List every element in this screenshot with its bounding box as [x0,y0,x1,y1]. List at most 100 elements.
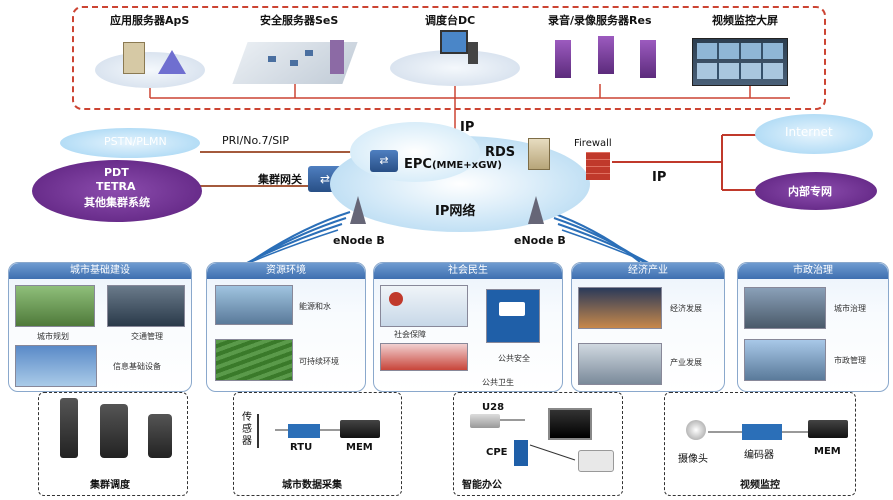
panel-city-infrastructure: 城市基础建设 城市规划 交通管理 信息基础设备 [8,262,192,392]
pdt-cloud [32,160,202,222]
item-label: 城市治理 [834,304,866,313]
item-label: 产业发展 [670,358,702,367]
mem-label: MEM [814,446,841,457]
internet-cloud [755,114,873,154]
radio-handset-icon [100,404,128,458]
server-platform-aps [95,52,205,88]
server-icon-ses [330,40,344,74]
ip-right-label: IP [652,170,667,185]
enode-tower-icon [528,196,544,224]
camera-label: 摄像头 [678,454,708,465]
city-data-label: 城市数据采集 [282,480,342,491]
item-label: 城市规划 [37,332,69,341]
city-governance-image [744,287,826,329]
trunk-dispatch-group [38,392,188,496]
panel-municipal-governance: 市政治理 城市治理 市政管理 [737,262,889,392]
server-zone [72,6,826,110]
item-label: 交通管理 [131,332,163,341]
public-safety-image [486,289,540,343]
rds-label: RDS [485,145,516,160]
intranet-cloud [755,172,877,210]
video-wall-icon [692,38,788,86]
traffic-management-image [107,285,185,327]
epc-router-icon: ⇄ [370,150,398,172]
pstn-cloud [60,128,200,158]
radio-handset-icon [148,414,172,458]
panel-social-livelihood: 社会民生 社会保障 公共安全 公共卫生 [373,262,563,392]
server-rack-icon [555,40,571,78]
trunk-dispatch-label: 集群调度 [90,480,130,491]
emblem-icon [389,292,403,306]
item-label: 市政管理 [834,356,866,365]
video-surveillance-group [664,392,856,496]
screen-row-icon [697,43,783,59]
radio-handset-icon [60,398,78,458]
server-label-video-wall: 视频监控大屏 [712,14,778,27]
computer-icon [268,56,276,62]
camera-sign-icon [499,302,525,316]
smart-office-group [453,392,623,496]
firewall-icon [586,152,610,180]
encoder-device-icon [742,424,782,440]
server-rack-icon [598,36,614,74]
mem-device-icon [340,420,380,438]
infrastructure-image [15,345,97,387]
item-label: 能源和水 [299,302,331,311]
panel-economy-industry: 经济产业 经济发展 产业发展 [571,262,725,392]
panel-title: 资源环境 [207,263,365,279]
intranet-label: 内部专网 [788,185,832,198]
triangle-icon [158,50,186,74]
industry-development-image [578,343,662,385]
municipal-management-image [744,339,826,381]
encoder-label: 编码器 [744,450,774,461]
enode-right-label: eNode B [514,234,566,247]
mem-label: MEM [346,442,373,453]
item-label: 公共卫生 [482,378,514,387]
cpe-label: CPE [486,447,508,458]
item-label: 公共安全 [498,354,530,363]
server-label-aps: 应用服务器ApS [110,14,190,27]
pdt-label: PDT [104,166,129,179]
server-label-dc: 调度台DC [425,14,476,27]
panel-title: 经济产业 [572,263,724,279]
gateway-label: 集群网关 [258,173,302,186]
server-label-res: 录音/录像服务器Res [548,14,652,27]
phone-icon [578,450,614,472]
sustainable-env-image [215,339,293,381]
pri-label: PRI/No.7/SIP [222,134,290,147]
item-label: 可持续环境 [299,357,339,366]
server-rack-icon [640,40,656,78]
rds-server-icon [528,138,550,170]
smart-office-label: 智能办公 [462,480,502,491]
server-icon-aps [123,42,145,74]
computer-icon [290,60,298,66]
rtu-label: RTU [290,442,313,453]
ip-network-label: IP网络 [435,204,476,219]
panel-resource-environment: 资源环境 能源和水 可持续环境 [206,262,366,392]
server-label-ses: 安全服务器SeS [260,14,339,27]
camera-icon [686,420,706,440]
sensor-label: 传感器 [242,412,252,447]
video-surveillance-label: 视频监控 [740,480,780,491]
u28-label: U28 [482,402,505,413]
desktop-tower-icon [468,42,478,64]
laptop-icon [548,408,592,440]
pstn-label: PSTN/PLMN [104,135,167,148]
internet-label: Internet [785,125,833,139]
other-trunk-label: 其他集群系统 [84,196,150,209]
epc-label: EPC(MME+xGW) [404,157,502,172]
monitor-icon [440,30,468,54]
enode-left-label: eNode B [333,234,385,247]
panel-title: 市政治理 [738,263,888,279]
firewall-label: Firewall [574,138,612,149]
rtu-device-icon [288,424,320,438]
economic-development-image [578,287,662,329]
u28-device-icon [470,414,500,428]
public-health-image [380,343,468,371]
server-platform-dc [390,50,520,86]
item-label: 信息基础设备 [113,362,161,371]
city-planning-image [15,285,95,327]
item-label: 社会保障 [394,330,426,339]
cpe-device-icon [514,440,528,466]
tetra-label: TETRA [96,180,136,193]
